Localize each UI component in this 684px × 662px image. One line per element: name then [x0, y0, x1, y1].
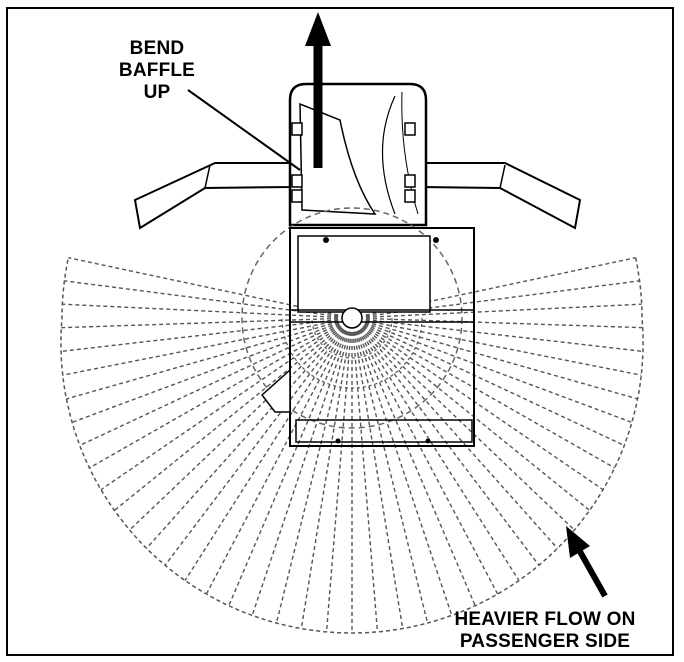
- spread-ray: [361, 327, 575, 531]
- spread-ray: [363, 325, 604, 491]
- housing-bolt: [323, 237, 329, 243]
- bend-baffle-line1: BEND: [129, 38, 185, 59]
- spread-ray: [364, 322, 633, 424]
- spread-ray: [353, 331, 404, 629]
- spread-ray: [205, 330, 347, 595]
- spread-ray: [352, 331, 379, 632]
- spread-ray: [325, 331, 352, 632]
- spread-inner-arc: [311, 317, 393, 359]
- spread-ray: [129, 327, 343, 531]
- spread-ray: [364, 323, 625, 447]
- deflector-left: [260, 368, 291, 413]
- housing-bolt: [433, 237, 439, 243]
- spread-ray: [146, 327, 344, 549]
- spread-ray: [365, 321, 638, 400]
- spread-ray: [61, 317, 339, 329]
- bend-baffle-line2: BAFFLE: [118, 59, 196, 81]
- spread-ray: [60, 318, 339, 353]
- spread-outer-arc: [60, 257, 644, 634]
- spread-ray: [228, 330, 348, 606]
- spread-ray: [62, 303, 339, 319]
- chute-curve: [381, 95, 396, 215]
- housing-crossbar: [289, 309, 475, 323]
- spinner-hub: [341, 307, 363, 329]
- spread-ray: [354, 331, 429, 624]
- left-wing-edge: [204, 164, 211, 189]
- spread-ray: [66, 321, 339, 400]
- spread-ray: [184, 329, 346, 581]
- arrow-up-left-icon: [566, 526, 608, 598]
- bend-baffle-leader: [187, 89, 301, 171]
- spread-ray: [357, 330, 499, 595]
- spread-ray: [358, 329, 520, 581]
- spread-ray: [355, 331, 453, 616]
- spread-ray: [251, 331, 349, 616]
- spread-ray: [89, 324, 341, 469]
- spread-ray: [365, 318, 644, 353]
- spread-ray: [365, 303, 642, 319]
- right-wing-edge: [499, 164, 506, 189]
- spread-ray: [363, 324, 615, 469]
- heavier-flow-line2: PASSENGER SIDE: [459, 630, 631, 652]
- spread-ray: [275, 331, 350, 624]
- arrow-up-icon: [305, 12, 331, 168]
- heavier-flow-line1: HEAVIER FLOW ON: [454, 609, 636, 630]
- spread-ray: [356, 330, 476, 606]
- spread-ray: [359, 328, 540, 566]
- spread-ray: [71, 322, 340, 424]
- bend-baffle-label: BEND BAFFLE UP: [92, 38, 222, 104]
- bend-baffle-line3: UP: [143, 81, 171, 103]
- spread-ray: [365, 320, 642, 376]
- spread-ray: [300, 331, 351, 629]
- right-wing: [419, 162, 582, 230]
- spinner-outline: [241, 207, 463, 429]
- spread-ray: [365, 317, 643, 329]
- spread-ray: [100, 325, 341, 491]
- housing-bolt: [425, 438, 431, 444]
- spread-ray: [68, 257, 339, 316]
- chute-bolts: [291, 122, 416, 203]
- spread-ray: [79, 323, 340, 447]
- housing-panel: [297, 235, 431, 313]
- housing-bottom: [295, 419, 473, 443]
- spread-ray: [62, 320, 339, 376]
- housing-bolt: [335, 438, 341, 444]
- spread-ray: [164, 328, 345, 566]
- left-wing: [133, 162, 293, 230]
- spread-ray: [360, 327, 558, 549]
- lower-housing: [289, 227, 475, 447]
- heavier-flow-label: HEAVIER FLOW ON PASSENGER SIDE: [420, 609, 670, 653]
